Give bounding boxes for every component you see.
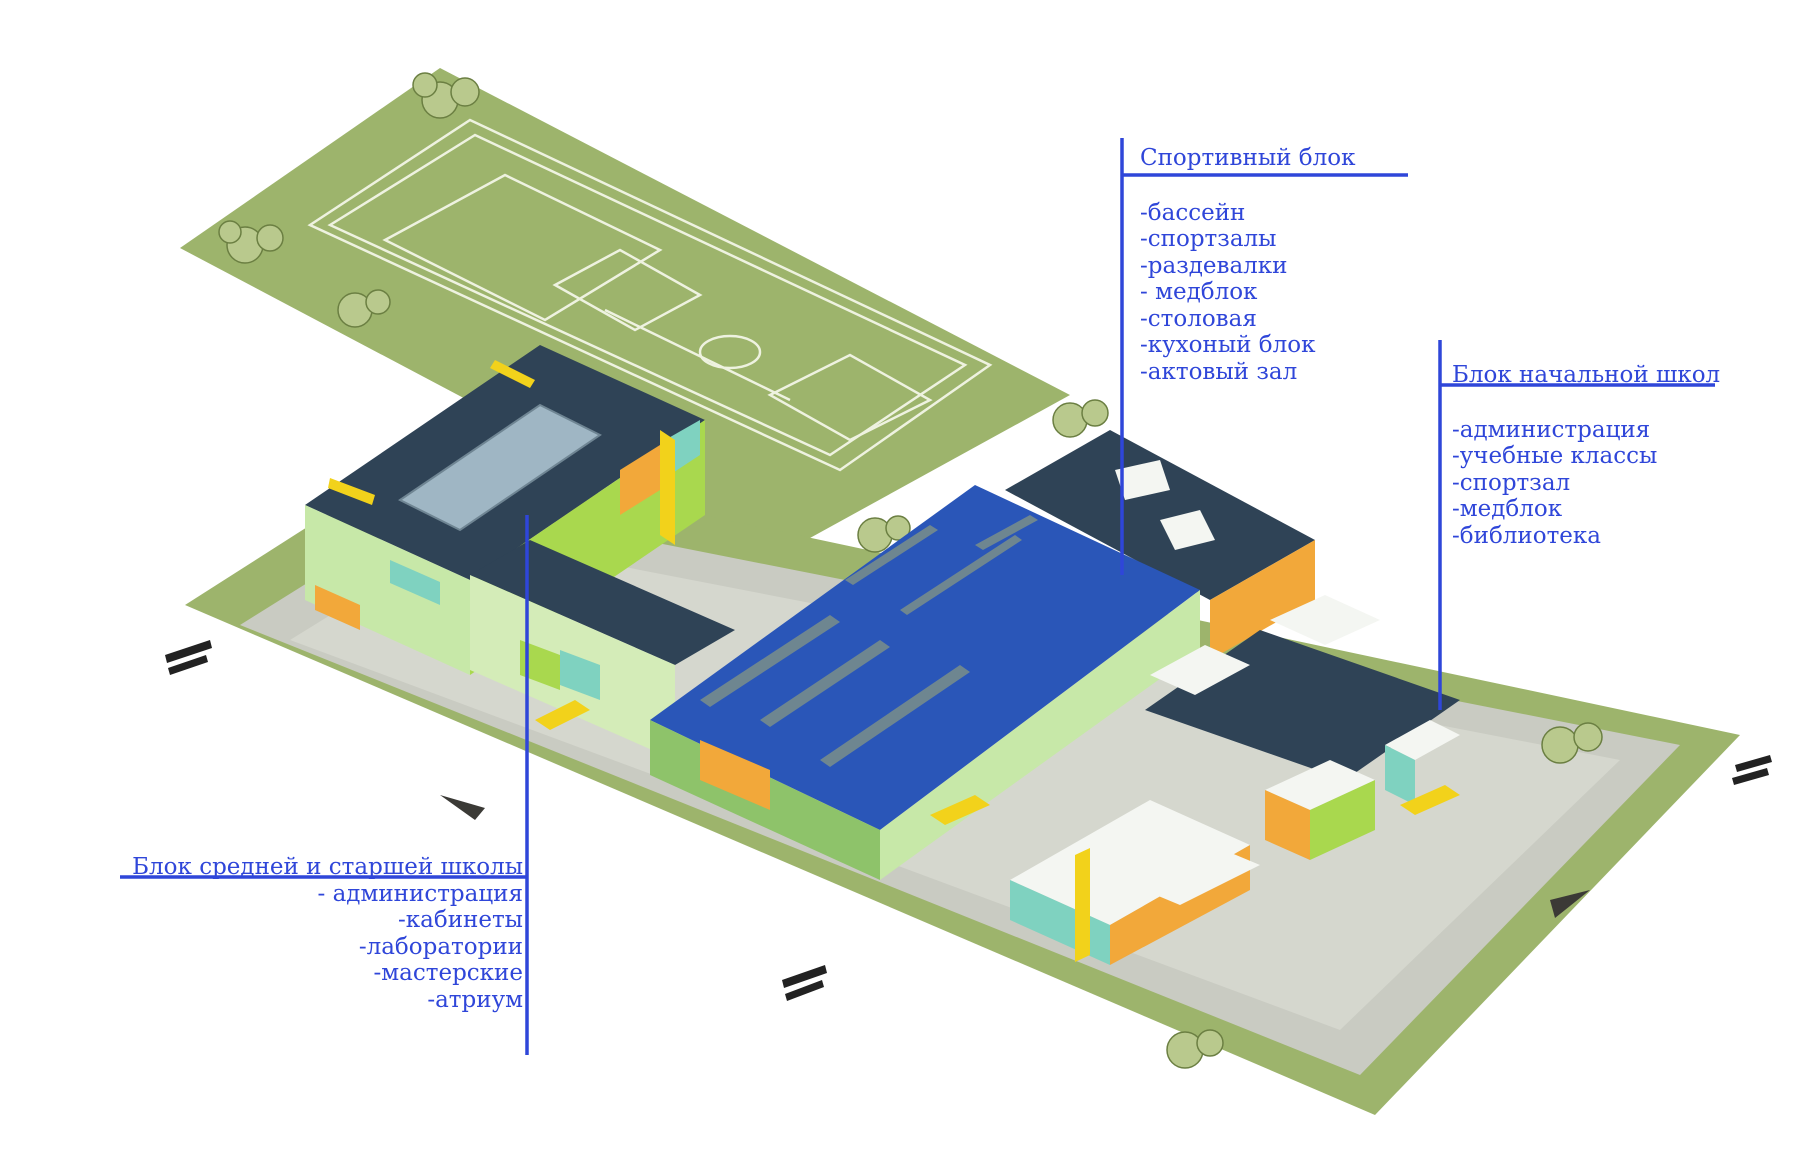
middle-school-block: [305, 345, 735, 760]
sports-block: [535, 430, 1315, 880]
list-item: -медблок: [1452, 496, 1563, 522]
middle-block-title: Блок средней и старшей школы: [132, 854, 523, 880]
primary-school-block: [1010, 595, 1460, 965]
entrance-arrow-icon: [165, 640, 1772, 1001]
list-item: -столовая: [1140, 305, 1257, 332]
callout-lines: [120, 138, 1715, 1055]
list-item: -администрация: [1452, 416, 1651, 443]
list-item: - администрация: [317, 880, 523, 907]
sports-field: [307, 118, 993, 472]
list-item: -атриум: [427, 986, 523, 1013]
list-item: -актовый зал: [1140, 358, 1298, 385]
primary-block-callout: Блок начальной школ -администрация -учеб…: [1452, 362, 1720, 549]
list-item: -бассейн: [1140, 199, 1246, 226]
list-item: -лаборатории: [358, 933, 523, 960]
sport-block-list: -бассейн -спортзалы -раздевалки - медбло…: [1140, 200, 1355, 386]
list-item: -спортзалы: [1140, 226, 1277, 252]
primary-block-list: -администрация -учебные классы -спортзал…: [1452, 417, 1720, 550]
list-item: - медблок: [1140, 279, 1258, 305]
trees: [218, 72, 1603, 1069]
list-item: -библиотека: [1452, 522, 1602, 549]
sport-block-callout: Спортивный блок -бассейн -спортзалы -раз…: [1140, 145, 1355, 385]
middle-block-list: - администрация -кабинеты -лаборатории -…: [100, 881, 523, 1014]
list-item: -мастерские: [373, 960, 523, 986]
middle-block-callout: Блок средней и старшей школы - администр…: [100, 854, 523, 1013]
sport-block-title: Спортивный блок: [1140, 145, 1356, 171]
list-item: -кухоный блок: [1140, 332, 1316, 358]
list-item: -учебные классы: [1452, 443, 1658, 469]
list-item: -раздевалки: [1140, 252, 1288, 279]
list-item: -кабинеты: [397, 907, 523, 933]
primary-block-title: Блок начальной школ: [1452, 362, 1721, 388]
direction-triangle-icon: [440, 795, 1590, 918]
list-item: -спортзал: [1452, 469, 1571, 496]
